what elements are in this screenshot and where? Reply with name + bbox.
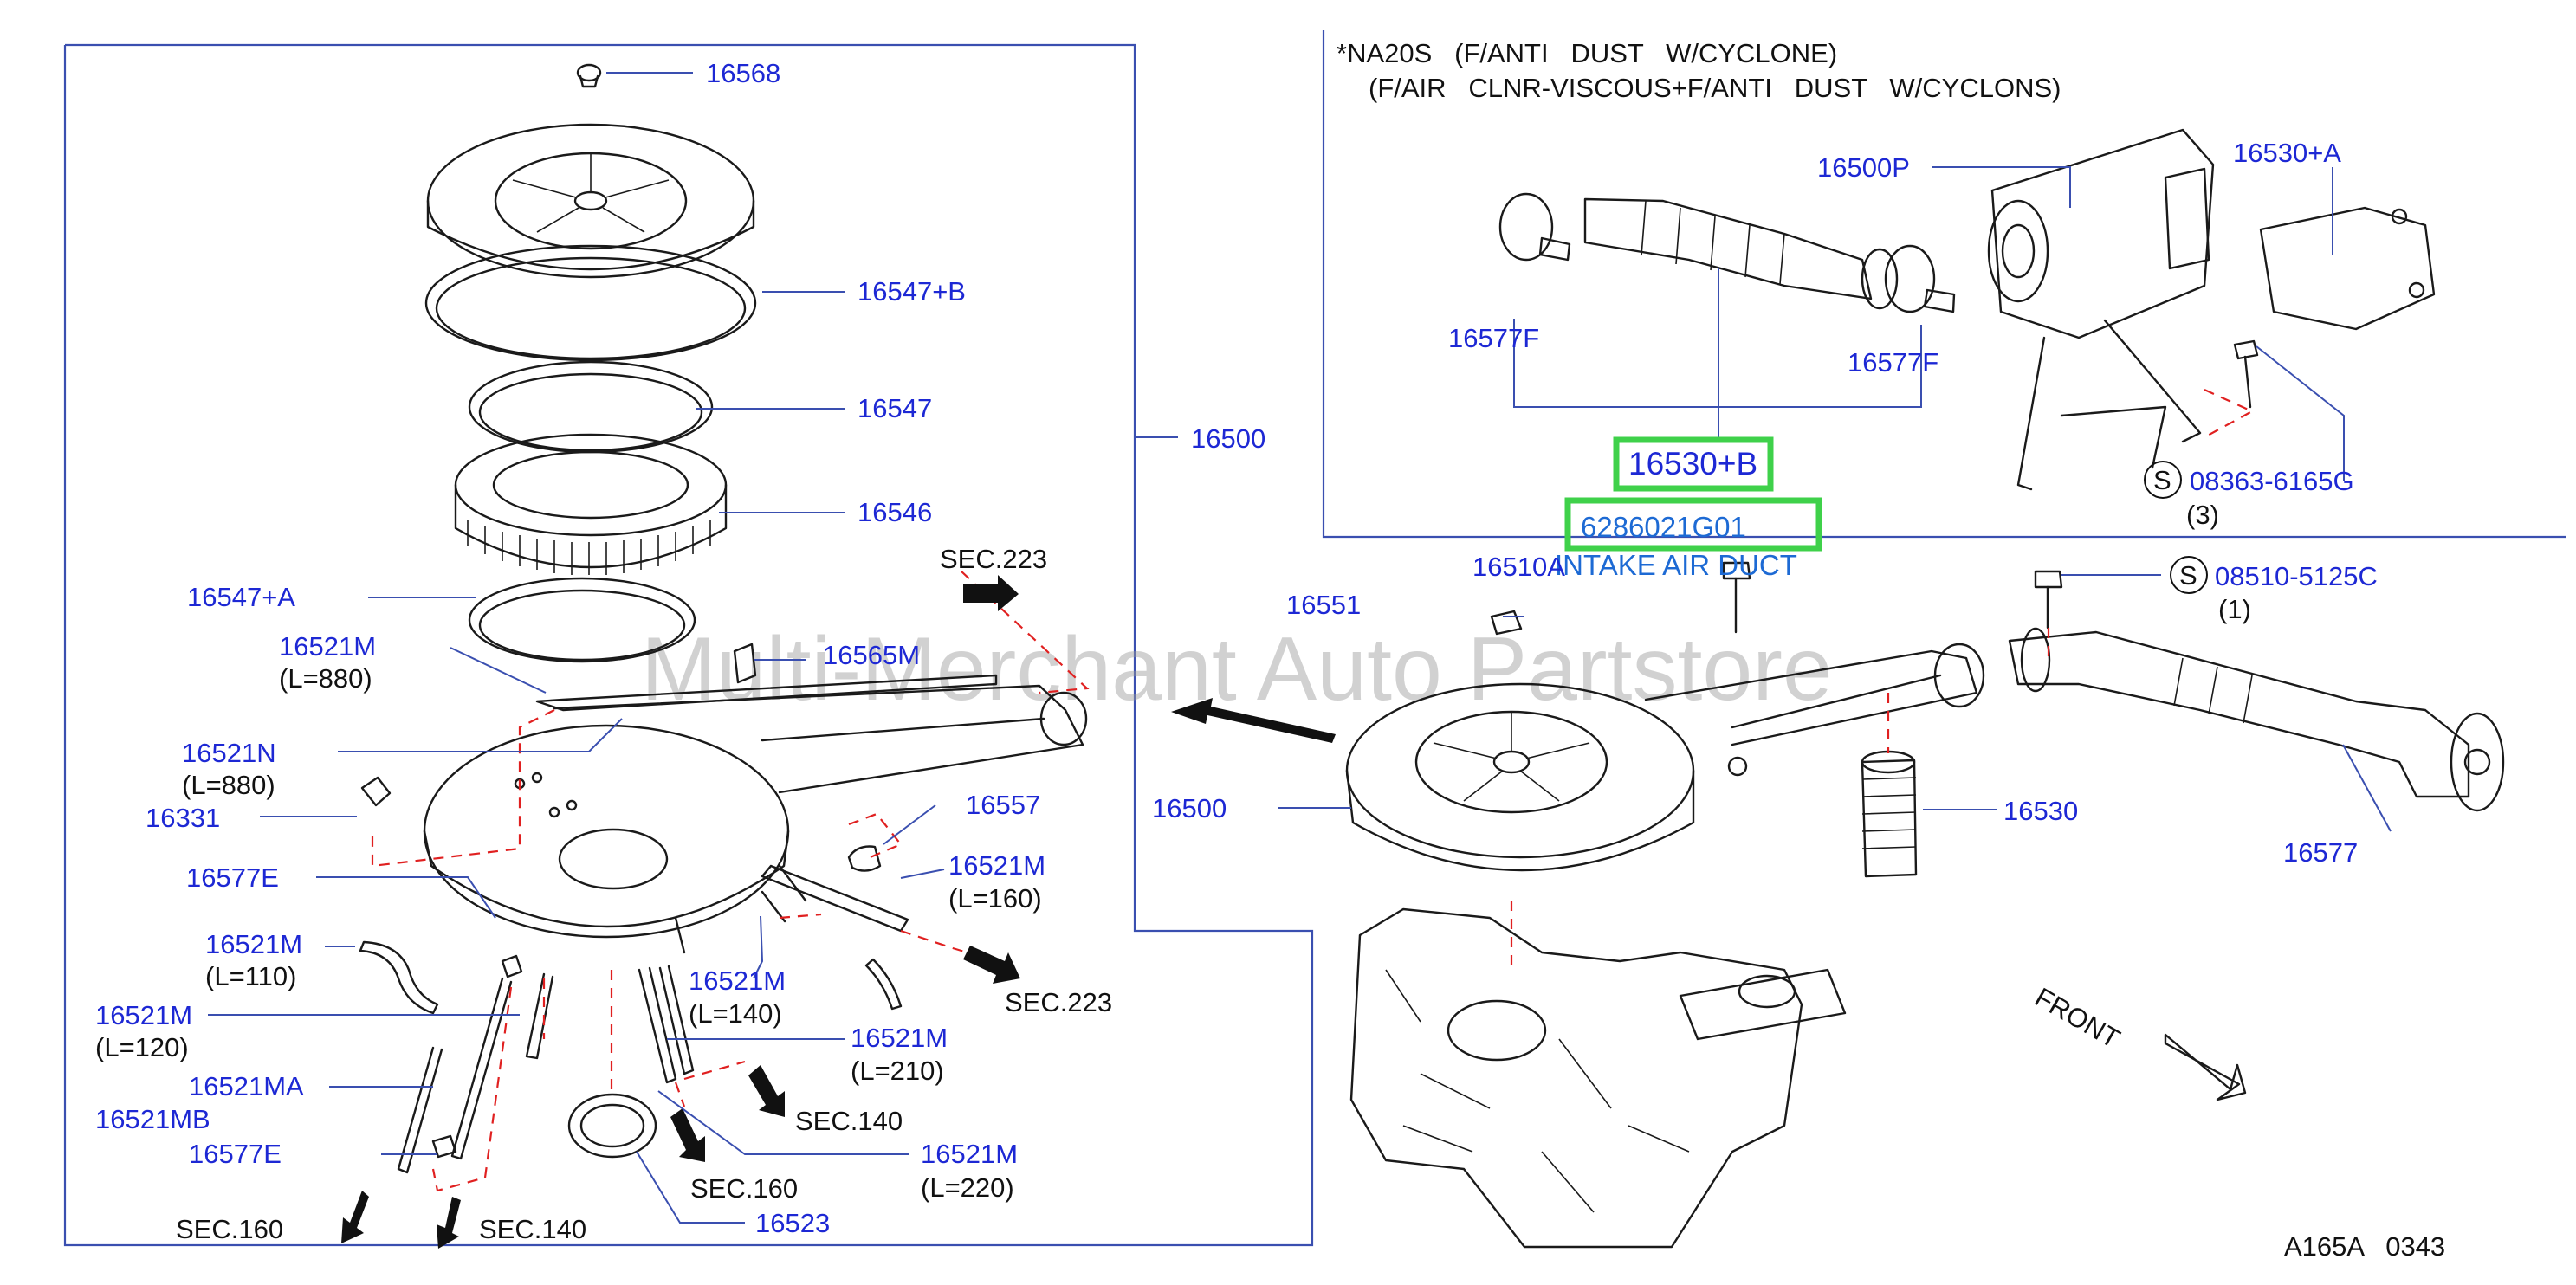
red-dash-lines-left [371, 571, 1090, 1192]
label-08510[interactable]: 08510-5125C [2215, 561, 2378, 591]
label-16521M-140[interactable]: 16521M [689, 965, 786, 996]
cyclone-16500P [1987, 128, 2215, 491]
air-cleaner-body-left [423, 684, 1088, 954]
label-len880-a: (L=880) [279, 663, 372, 694]
label-16546[interactable]: 16546 [858, 497, 932, 527]
engine-block [1349, 628, 2050, 1249]
label-len120: (L=120) [95, 1032, 189, 1062]
left-group-frame [63, 43, 1314, 1247]
label-16500-left[interactable]: 16500 [1191, 423, 1265, 454]
ring-16547 [468, 360, 714, 454]
label-16521M-160[interactable]: 16521M [948, 850, 1045, 881]
label-sec140-a[interactable]: SEC.140 [795, 1106, 903, 1136]
label-16523[interactable]: 16523 [755, 1208, 830, 1238]
label-len140: (L=140) [689, 998, 782, 1029]
hoses-left [359, 674, 998, 1174]
hose-16530B [1583, 197, 1899, 310]
label-sec223-bottom[interactable]: SEC.223 [1005, 987, 1112, 1017]
clamps-16577F [1498, 192, 1956, 313]
label-16530A[interactable]: 16530+A [2233, 138, 2341, 168]
label-sec160-a[interactable]: SEC.160 [690, 1173, 798, 1204]
svg-text:S: S [2179, 560, 2197, 591]
clip-16568 [576, 63, 602, 88]
inset-frame [1322, 30, 2566, 539]
label-len110: (L=110) [205, 961, 296, 991]
cover-16547B [426, 123, 755, 279]
screw-marker-08510: S [2170, 556, 2208, 594]
inset-leaders [1513, 166, 2345, 481]
label-16565M[interactable]: 16565M [823, 640, 920, 670]
label-16500P[interactable]: 16500P [1817, 152, 1910, 183]
label-len880-b: (L=880) [182, 770, 275, 800]
label-16521N[interactable]: 16521N [182, 738, 276, 768]
part-number-link[interactable]: 6286021G01 [1581, 511, 1746, 543]
label-16521MB[interactable]: 16521MB [95, 1104, 210, 1134]
reference-arrow-icon [1171, 698, 1336, 743]
highlighted-part-label[interactable]: 16530+B [1628, 446, 1757, 481]
label-16577[interactable]: 16577 [2283, 837, 2358, 868]
label-sec140-b[interactable]: SEC.140 [479, 1214, 586, 1244]
label-16521M-110[interactable]: 16521M [205, 929, 302, 959]
label-16510A[interactable]: 16510A [1472, 552, 1565, 582]
label-16577F-left[interactable]: 16577F [1448, 323, 1539, 353]
label-16551[interactable]: 16551 [1286, 590, 1361, 620]
block-16565M [733, 642, 757, 684]
label-16521MA[interactable]: 16521MA [189, 1071, 304, 1101]
label-qty1: (1) [2218, 594, 2251, 624]
inset-variant-line1: *NA20S (F/ANTI DUST W/CYCLONE) [1337, 38, 1837, 68]
clip-16551 [1490, 610, 1523, 636]
label-16547A[interactable]: 16547+A [187, 582, 295, 612]
front-arrow-icon [2164, 1033, 2247, 1101]
label-16577E-bottom[interactable]: 16577E [189, 1139, 282, 1169]
gasket-16547B [424, 244, 757, 362]
bolts-right [1722, 561, 2063, 777]
label-16577E-top[interactable]: 16577E [186, 862, 279, 893]
label-16521M-120[interactable]: 16521M [95, 1000, 192, 1030]
label-16547[interactable]: 16547 [858, 393, 932, 423]
part-description-link[interactable]: INTAKE AIR DUCT [1555, 549, 1797, 581]
label-sec160-b[interactable]: SEC.160 [176, 1214, 283, 1244]
label-16530[interactable]: 16530 [2003, 796, 2078, 826]
element-16546 [454, 433, 728, 575]
label-08363[interactable]: 08363-6165G [2190, 466, 2354, 496]
gasket-16523 [567, 1093, 657, 1159]
label-16557[interactable]: 16557 [966, 790, 1040, 820]
right-leaders [1278, 574, 2392, 832]
bracket-16530A [2259, 206, 2436, 331]
label-16500-right[interactable]: 16500 [1152, 793, 1227, 823]
label-16521M-220[interactable]: 16521M [921, 1139, 1018, 1169]
label-len220: (L=220) [921, 1172, 1014, 1203]
watermark: Multi-Merchant Auto Partstore [641, 619, 1833, 720]
label-16331[interactable]: 16331 [146, 803, 220, 833]
label-16521M-210[interactable]: 16521M [851, 1023, 948, 1053]
highlight-box-part-link [1564, 497, 1822, 552]
inset-variant-line2: (F/AIR CLNR-VISCOUS+F/ANTI DUST W/CYCLON… [1369, 73, 2061, 103]
svg-text:S: S [2153, 465, 2171, 495]
gasket-16547A [468, 577, 696, 663]
red-dash-lines-inset [2204, 388, 2255, 438]
left-leaders [208, 72, 1178, 1224]
boot-16530 [1861, 750, 1918, 878]
label-qty3: (3) [2186, 500, 2219, 530]
air-cleaner-assembled-16500 [1345, 642, 1985, 872]
diagram-code: A165A 0343 [2284, 1231, 2445, 1262]
front-label: FRONT [2030, 982, 2126, 1055]
label-16568[interactable]: 16568 [706, 58, 780, 88]
highlight-box-16530B [1613, 436, 1774, 492]
label-len210: (L=210) [851, 1056, 944, 1086]
label-16521M-880[interactable]: 16521M [279, 631, 376, 662]
label-len160: (L=160) [948, 883, 1042, 914]
label-sec223-top[interactable]: SEC.223 [940, 544, 1047, 574]
label-16547B[interactable]: 16547+B [858, 276, 966, 307]
bolt-08363 [2233, 339, 2259, 409]
screw-marker-08363: S [2144, 461, 2182, 499]
label-16577F-right[interactable]: 16577F [1848, 347, 1938, 378]
section-arrows [341, 575, 1020, 1249]
duct-16577 [2008, 627, 2505, 812]
